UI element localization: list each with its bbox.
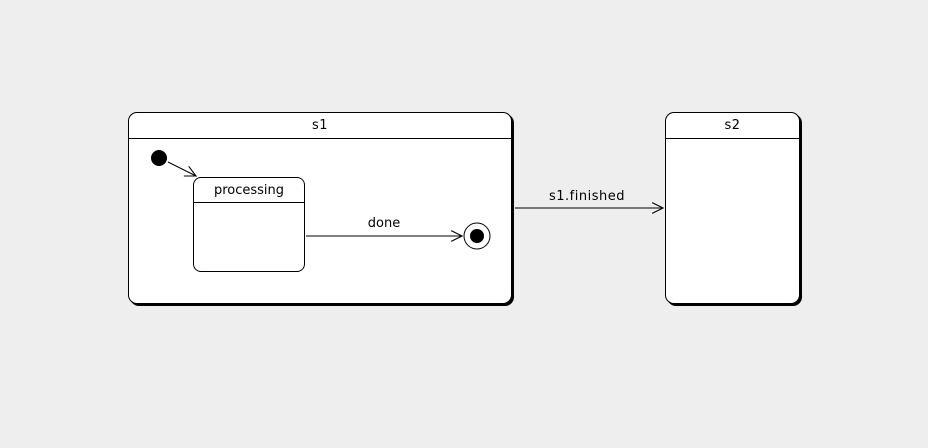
state-s2: s2: [665, 112, 800, 304]
state-s1-title: s1: [129, 113, 511, 139]
state-s1: s1: [128, 112, 512, 304]
state-processing-title: processing: [194, 178, 304, 203]
transition-s1-finished-label: s1.finished: [549, 189, 625, 204]
transition-done-label: done: [367, 216, 401, 231]
state-processing: processing: [193, 177, 305, 272]
state-s2-title: s2: [666, 113, 799, 139]
